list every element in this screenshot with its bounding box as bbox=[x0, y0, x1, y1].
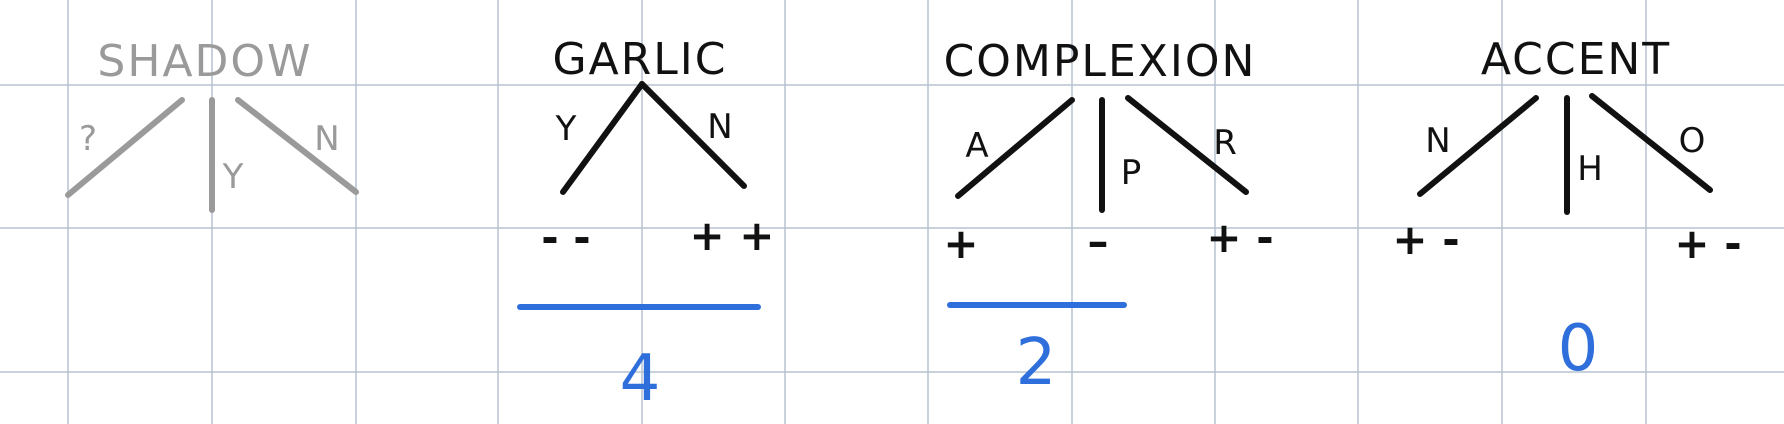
score-value: 4 bbox=[620, 342, 661, 416]
branch-line-right bbox=[1125, 95, 1249, 195]
sign-right: + - bbox=[1206, 213, 1273, 262]
branch-line-left bbox=[955, 97, 1075, 199]
word-tree-shadow: SHADOW ? Y N bbox=[65, 36, 359, 213]
sign-left: + bbox=[943, 219, 978, 268]
branch-label-left: ? bbox=[79, 119, 97, 159]
word-label: COMPLEXION bbox=[944, 36, 1257, 87]
branch-label-left: N bbox=[1425, 121, 1450, 161]
branch-label-middle: Y bbox=[222, 157, 244, 197]
word-label: GARLIC bbox=[553, 34, 728, 85]
branch-line-right bbox=[639, 81, 747, 189]
branch-label-right: N bbox=[314, 119, 339, 159]
branch-label-left: A bbox=[965, 126, 988, 166]
branch-label-right: R bbox=[1213, 123, 1237, 163]
word-tree-accent: ACCENT N H O + - + - 0 bbox=[1392, 34, 1741, 386]
word-label: ACCENT bbox=[1481, 34, 1671, 85]
word-label: SHADOW bbox=[97, 36, 312, 87]
word-tree-garlic: GARLIC Y N - - + + 4 bbox=[517, 34, 775, 416]
score-value: 2 bbox=[1016, 326, 1057, 400]
sign-middle: – bbox=[1088, 217, 1109, 266]
branch-label-left: Y bbox=[555, 109, 577, 149]
sign-left: - - bbox=[541, 213, 591, 262]
sign-right: + + bbox=[689, 211, 774, 260]
branch-label-right: O bbox=[1679, 121, 1706, 161]
branch-line-right bbox=[235, 97, 359, 195]
branch-label-middle: P bbox=[1121, 153, 1142, 193]
branch-line-left bbox=[65, 97, 185, 198]
branch-line-right bbox=[1589, 93, 1713, 193]
branch-line-left bbox=[560, 81, 645, 195]
branch-label-middle: H bbox=[1577, 149, 1603, 189]
branch-label-right: N bbox=[707, 107, 732, 147]
branch-line-left bbox=[1417, 95, 1539, 197]
word-tree-complexion: COMPLEXION A P R + – + - 2 bbox=[943, 36, 1273, 400]
sign-left: + - bbox=[1392, 215, 1459, 264]
score-value: 0 bbox=[1558, 312, 1599, 386]
sign-right: + - bbox=[1674, 219, 1741, 268]
